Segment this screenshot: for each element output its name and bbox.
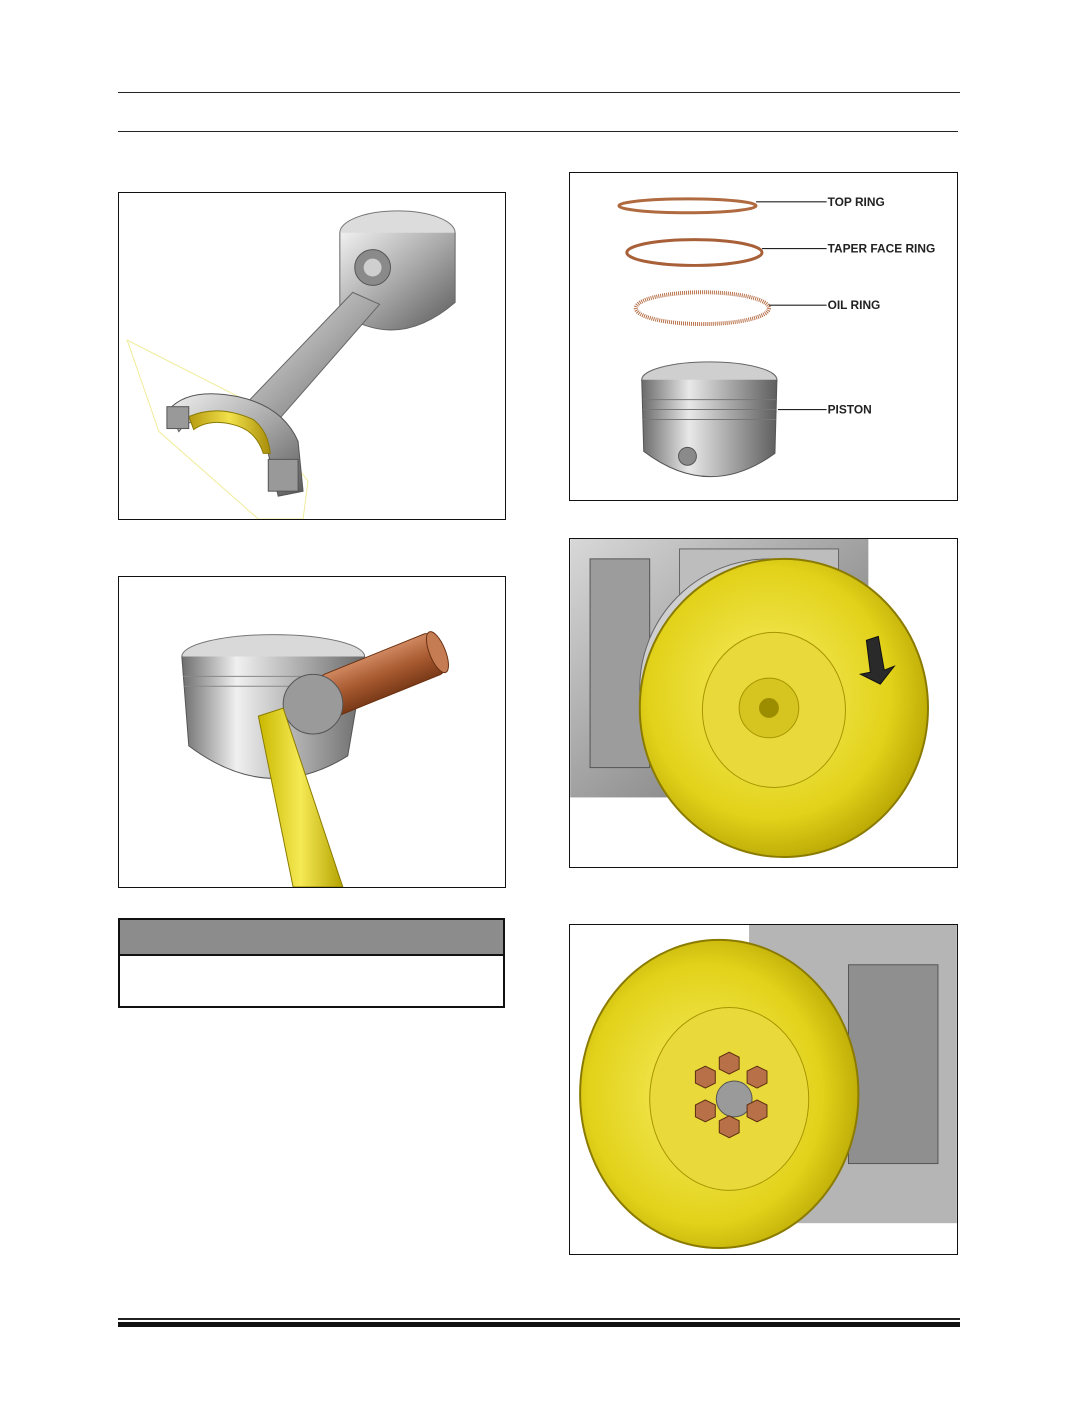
oil-ring <box>633 290 771 327</box>
connecting-rod-figure <box>118 192 506 520</box>
bolt-icon <box>746 1099 768 1123</box>
taper-face-ring-label: TAPER FACE RING <box>828 242 936 256</box>
flywheel-arrow-figure <box>569 538 958 868</box>
caution-heading <box>120 920 503 956</box>
top-ring-label: TOP RING <box>828 195 885 209</box>
caution-body <box>120 956 503 972</box>
bolt-icon <box>694 1099 716 1123</box>
piston-rings-illustration: TOP RING TAPER FACE RING OIL RING PISTON <box>617 195 936 478</box>
footer-rule-thick <box>118 1322 960 1327</box>
piston-rings-figure: TOP RING TAPER FACE RING OIL RING PISTON <box>569 172 958 501</box>
piston-pin-illustration <box>181 631 449 887</box>
flywheel-arrow-illustration <box>570 539 929 859</box>
direction-arrow-icon <box>858 635 896 685</box>
piston-pin-figure <box>118 576 506 888</box>
footer-rule-thin <box>118 1318 960 1320</box>
connecting-rod-illustration <box>126 210 456 519</box>
flywheel-bolts-illustration <box>579 925 957 1250</box>
top-ring <box>617 197 758 215</box>
flywheel-bolts-figure <box>569 924 958 1255</box>
bolt-icon <box>718 1115 740 1139</box>
taper-face-ring <box>625 238 764 267</box>
header-rule-top <box>118 92 960 93</box>
piston-label: PISTON <box>828 403 872 417</box>
header-rule-bottom <box>118 131 958 132</box>
oil-ring-label: OIL RING <box>828 298 881 312</box>
bolt-icon <box>746 1065 768 1089</box>
bolt-icon <box>694 1065 716 1089</box>
bolt-icon <box>718 1051 740 1075</box>
caution-box <box>118 918 505 1008</box>
